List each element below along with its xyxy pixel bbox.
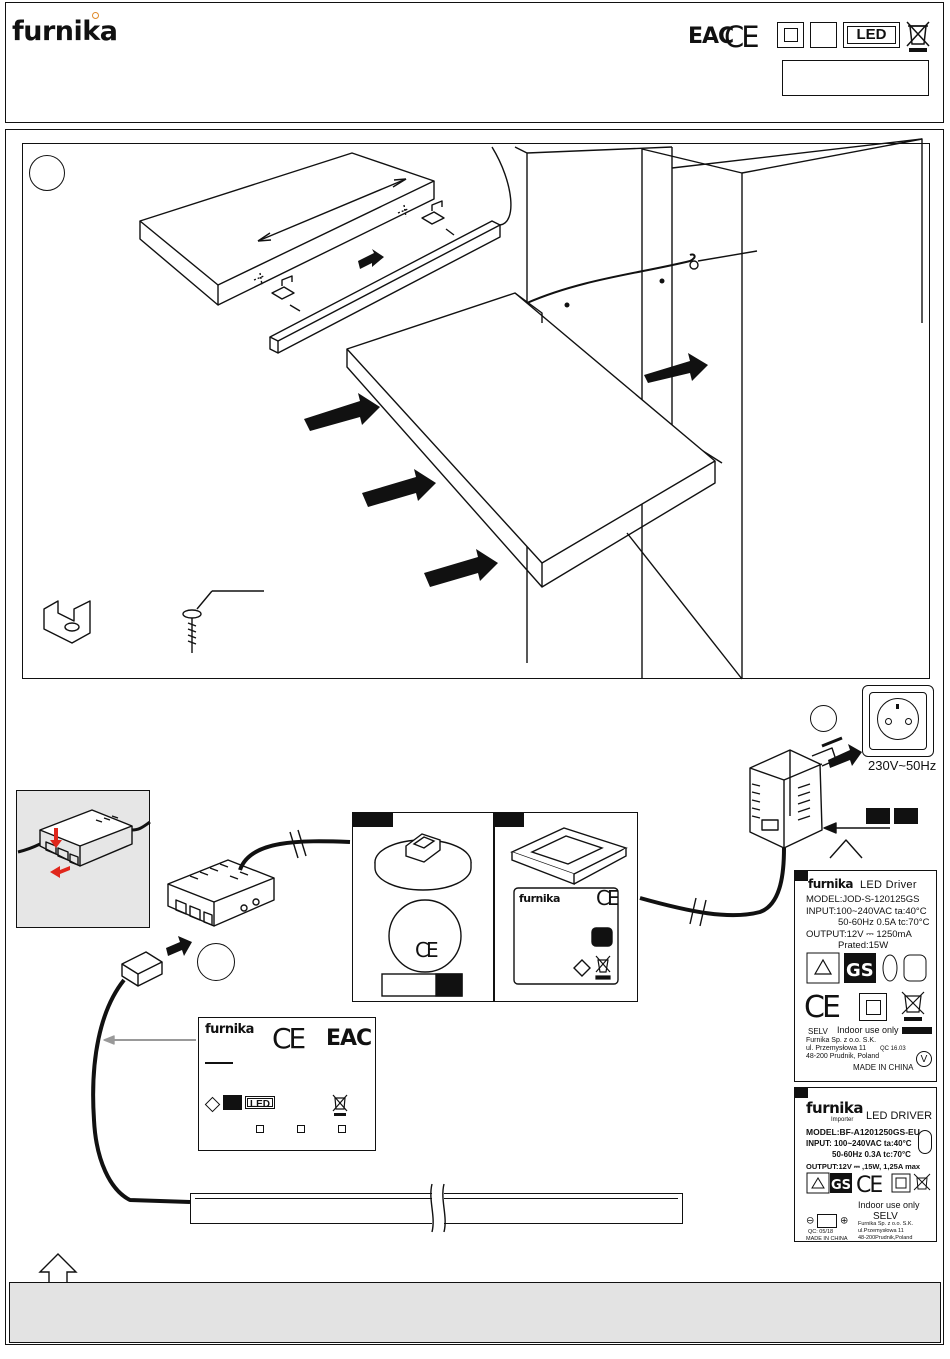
driver-label-1-address3: 48-200 Prudnik, Poland [806, 1053, 880, 1060]
footer-notes-panel [9, 1282, 941, 1343]
driver-label-1-v-icon: V [916, 1051, 932, 1067]
svg-text:GS: GS [831, 1178, 851, 1193]
product-label-weee-icon [332, 1094, 348, 1116]
step1-number-circle [29, 155, 65, 191]
step1-installation-drawing [43, 138, 923, 680]
driver-label-1-input: INPUT:100~240VAC ta:40°C [806, 906, 927, 917]
driver-label-2-address2: ul.Przemysłowa 11 [858, 1228, 904, 1234]
driver-label-1-ce: CE [804, 990, 841, 1025]
driver-label-1-model: MODEL:JOD-S-120125GS [806, 894, 920, 905]
driver-label-1-weee-icon [901, 991, 925, 1021]
profile-break-mark [430, 1183, 446, 1233]
switch-label-ce: CE [596, 886, 620, 910]
driver-label-1-address2: ul. Przemysłowa 11 [806, 1045, 867, 1052]
svg-text:GS: GS [846, 960, 874, 981]
driver-label-2-address3: 48-200Prudnik,Poland [858, 1235, 913, 1241]
driver-label-1-indoor: Indoor use only [837, 1025, 899, 1035]
class-ii-icon [777, 22, 804, 48]
driver-label-2-plug-icon [918, 1130, 932, 1154]
driver-label-2-title: LED DRIVER [866, 1110, 933, 1122]
product-label [198, 1017, 376, 1151]
driver-label-2-output: OUTPUT:12V ⎓ ,15W, 1,25A max [806, 1162, 921, 1171]
driver-label-2-tag [794, 1087, 808, 1098]
driver-label-2-address1: Furnika Sp. z o.o. S.K. [858, 1221, 914, 1227]
step2-number-circle [810, 705, 837, 732]
brand-logo: furnika [12, 16, 118, 47]
svg-text:CE: CE [856, 1173, 882, 1198]
eac-mark-icon: EAC [688, 24, 734, 49]
driver-label-1-made: MADE IN CHINA [853, 1063, 914, 1072]
led-mark-icon: LED [843, 22, 900, 48]
product-label-led: LED [245, 1096, 275, 1110]
product-label-ce: CE [272, 1022, 306, 1055]
driver-label-2-input2: 50-60Hz 0.3A tc:70°C [832, 1150, 911, 1159]
driver-label-2-input: INPUT: 100~240VAC ta:40°C [806, 1139, 912, 1148]
weee-bin-icon [906, 21, 930, 52]
logo-dot-icon [92, 12, 99, 19]
step2-wiring-drawing [17, 736, 918, 1204]
driver-label-2-selv: SELV [873, 1211, 898, 1222]
switch-drawings [374, 827, 628, 997]
driver-label-1-brand: furnika [808, 877, 853, 891]
checkbox-2 [297, 1125, 305, 1133]
driver-label-2-model: MODEL:BF-A1201250GS-EU [806, 1127, 920, 1137]
ce-mark-icon: CE [724, 20, 760, 54]
checkbox-1 [256, 1125, 264, 1133]
driver-label-1-output: OUTPUT:12V ⎓ 1250mA [806, 929, 912, 940]
switch-label-brand: furnika [519, 892, 560, 905]
driver-label-1-prated: Prated:15W [838, 940, 889, 951]
driver-label-2-importer: Importer [831, 1117, 854, 1123]
switch-panel [352, 812, 638, 1002]
voltage-label: 230V~50Hz [868, 758, 937, 773]
product-label-eac: EAC [326, 1026, 372, 1051]
product-label-brand: furnika [205, 1022, 254, 1037]
driver-label-1-qc: QC 16.03 [880, 1046, 906, 1052]
driver-label-1-input2: 50-60Hz 0.5A tc:70°C [838, 917, 930, 928]
driver-label-2-polarity-icon: ⊖ ⊕ [806, 1214, 849, 1228]
product-label-black-tag [223, 1095, 242, 1110]
driver-label-1-selv: SELV [808, 1027, 828, 1036]
step2b-number-circle [197, 943, 235, 981]
product-label-rule [205, 1062, 233, 1064]
blank-symbol-box [810, 22, 837, 48]
driver-label-1-title: LED Driver [860, 879, 917, 891]
driver-label-1-black-bar [902, 1027, 932, 1034]
driver-label-2-brand: furnika [806, 1099, 864, 1117]
driver-label-1-tag [794, 870, 808, 881]
driver-label-2-qc: QC: 05/18 [808, 1229, 834, 1235]
up-arrow-icon [38, 1253, 78, 1285]
wall-socket [862, 685, 934, 757]
checkbox-3 [338, 1125, 346, 1133]
driver-label-1-class-ii [859, 993, 887, 1021]
driver-label-2-indoor: Indoor use only [858, 1200, 920, 1210]
driver-label-1-address1: Furnika Sp. z o.o. S.K. [806, 1037, 877, 1044]
driver-label-2 [794, 1087, 937, 1242]
switch-ce-mark: CE [415, 938, 439, 962]
driver-label-2-made: MADE IN CHINA [806, 1236, 848, 1242]
driver-label-1-cert-icons: GS [806, 952, 927, 984]
header-code-box [782, 60, 929, 96]
driver-label-1 [794, 870, 937, 1082]
driver-label-2-cert-icons: GS CE [806, 1172, 931, 1198]
